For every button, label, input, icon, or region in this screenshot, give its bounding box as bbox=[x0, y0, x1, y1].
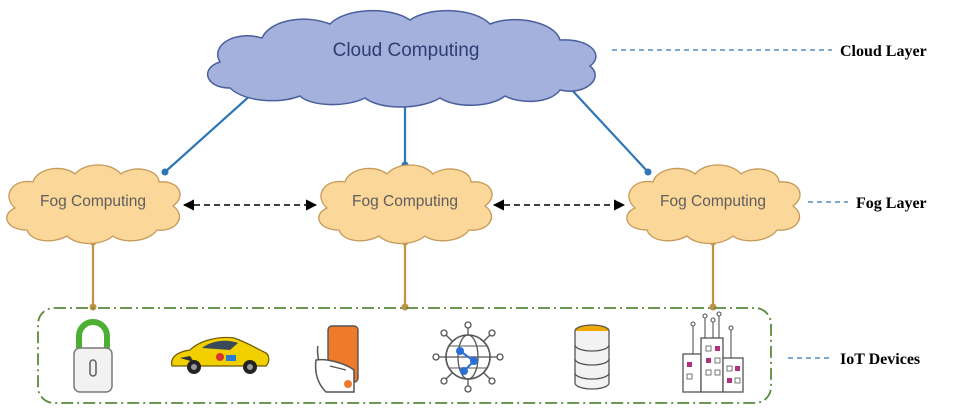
fog-layer-label: Fog Layer bbox=[856, 195, 927, 212]
fog-node-2: Fog Computing bbox=[318, 164, 493, 245]
fog-iot-links bbox=[89, 238, 717, 311]
database-icon bbox=[574, 324, 610, 390]
iot-devices-label: IoT Devices bbox=[840, 351, 920, 368]
network-globe-icon bbox=[432, 321, 504, 393]
cloud-node: Cloud Computing bbox=[206, 10, 597, 108]
fog-node-1: Fog Computing bbox=[6, 164, 181, 245]
fog-label-1: Fog Computing bbox=[40, 193, 146, 210]
lock-icon bbox=[73, 319, 113, 393]
fog-label-3: Fog Computing bbox=[660, 193, 766, 210]
fog-node-3: Fog Computing bbox=[626, 164, 801, 245]
fog-label-2: Fog Computing bbox=[352, 193, 458, 210]
smart-city-icon bbox=[682, 311, 744, 393]
cloud-layer-label: Cloud Layer bbox=[840, 43, 927, 60]
car-icon bbox=[171, 336, 270, 374]
iot-devices-container bbox=[37, 307, 772, 404]
cloud-label: Cloud Computing bbox=[333, 40, 480, 61]
layer-labels: Cloud Layer Fog Layer IoT Devices bbox=[612, 43, 927, 368]
smartphone-icon bbox=[314, 325, 359, 393]
